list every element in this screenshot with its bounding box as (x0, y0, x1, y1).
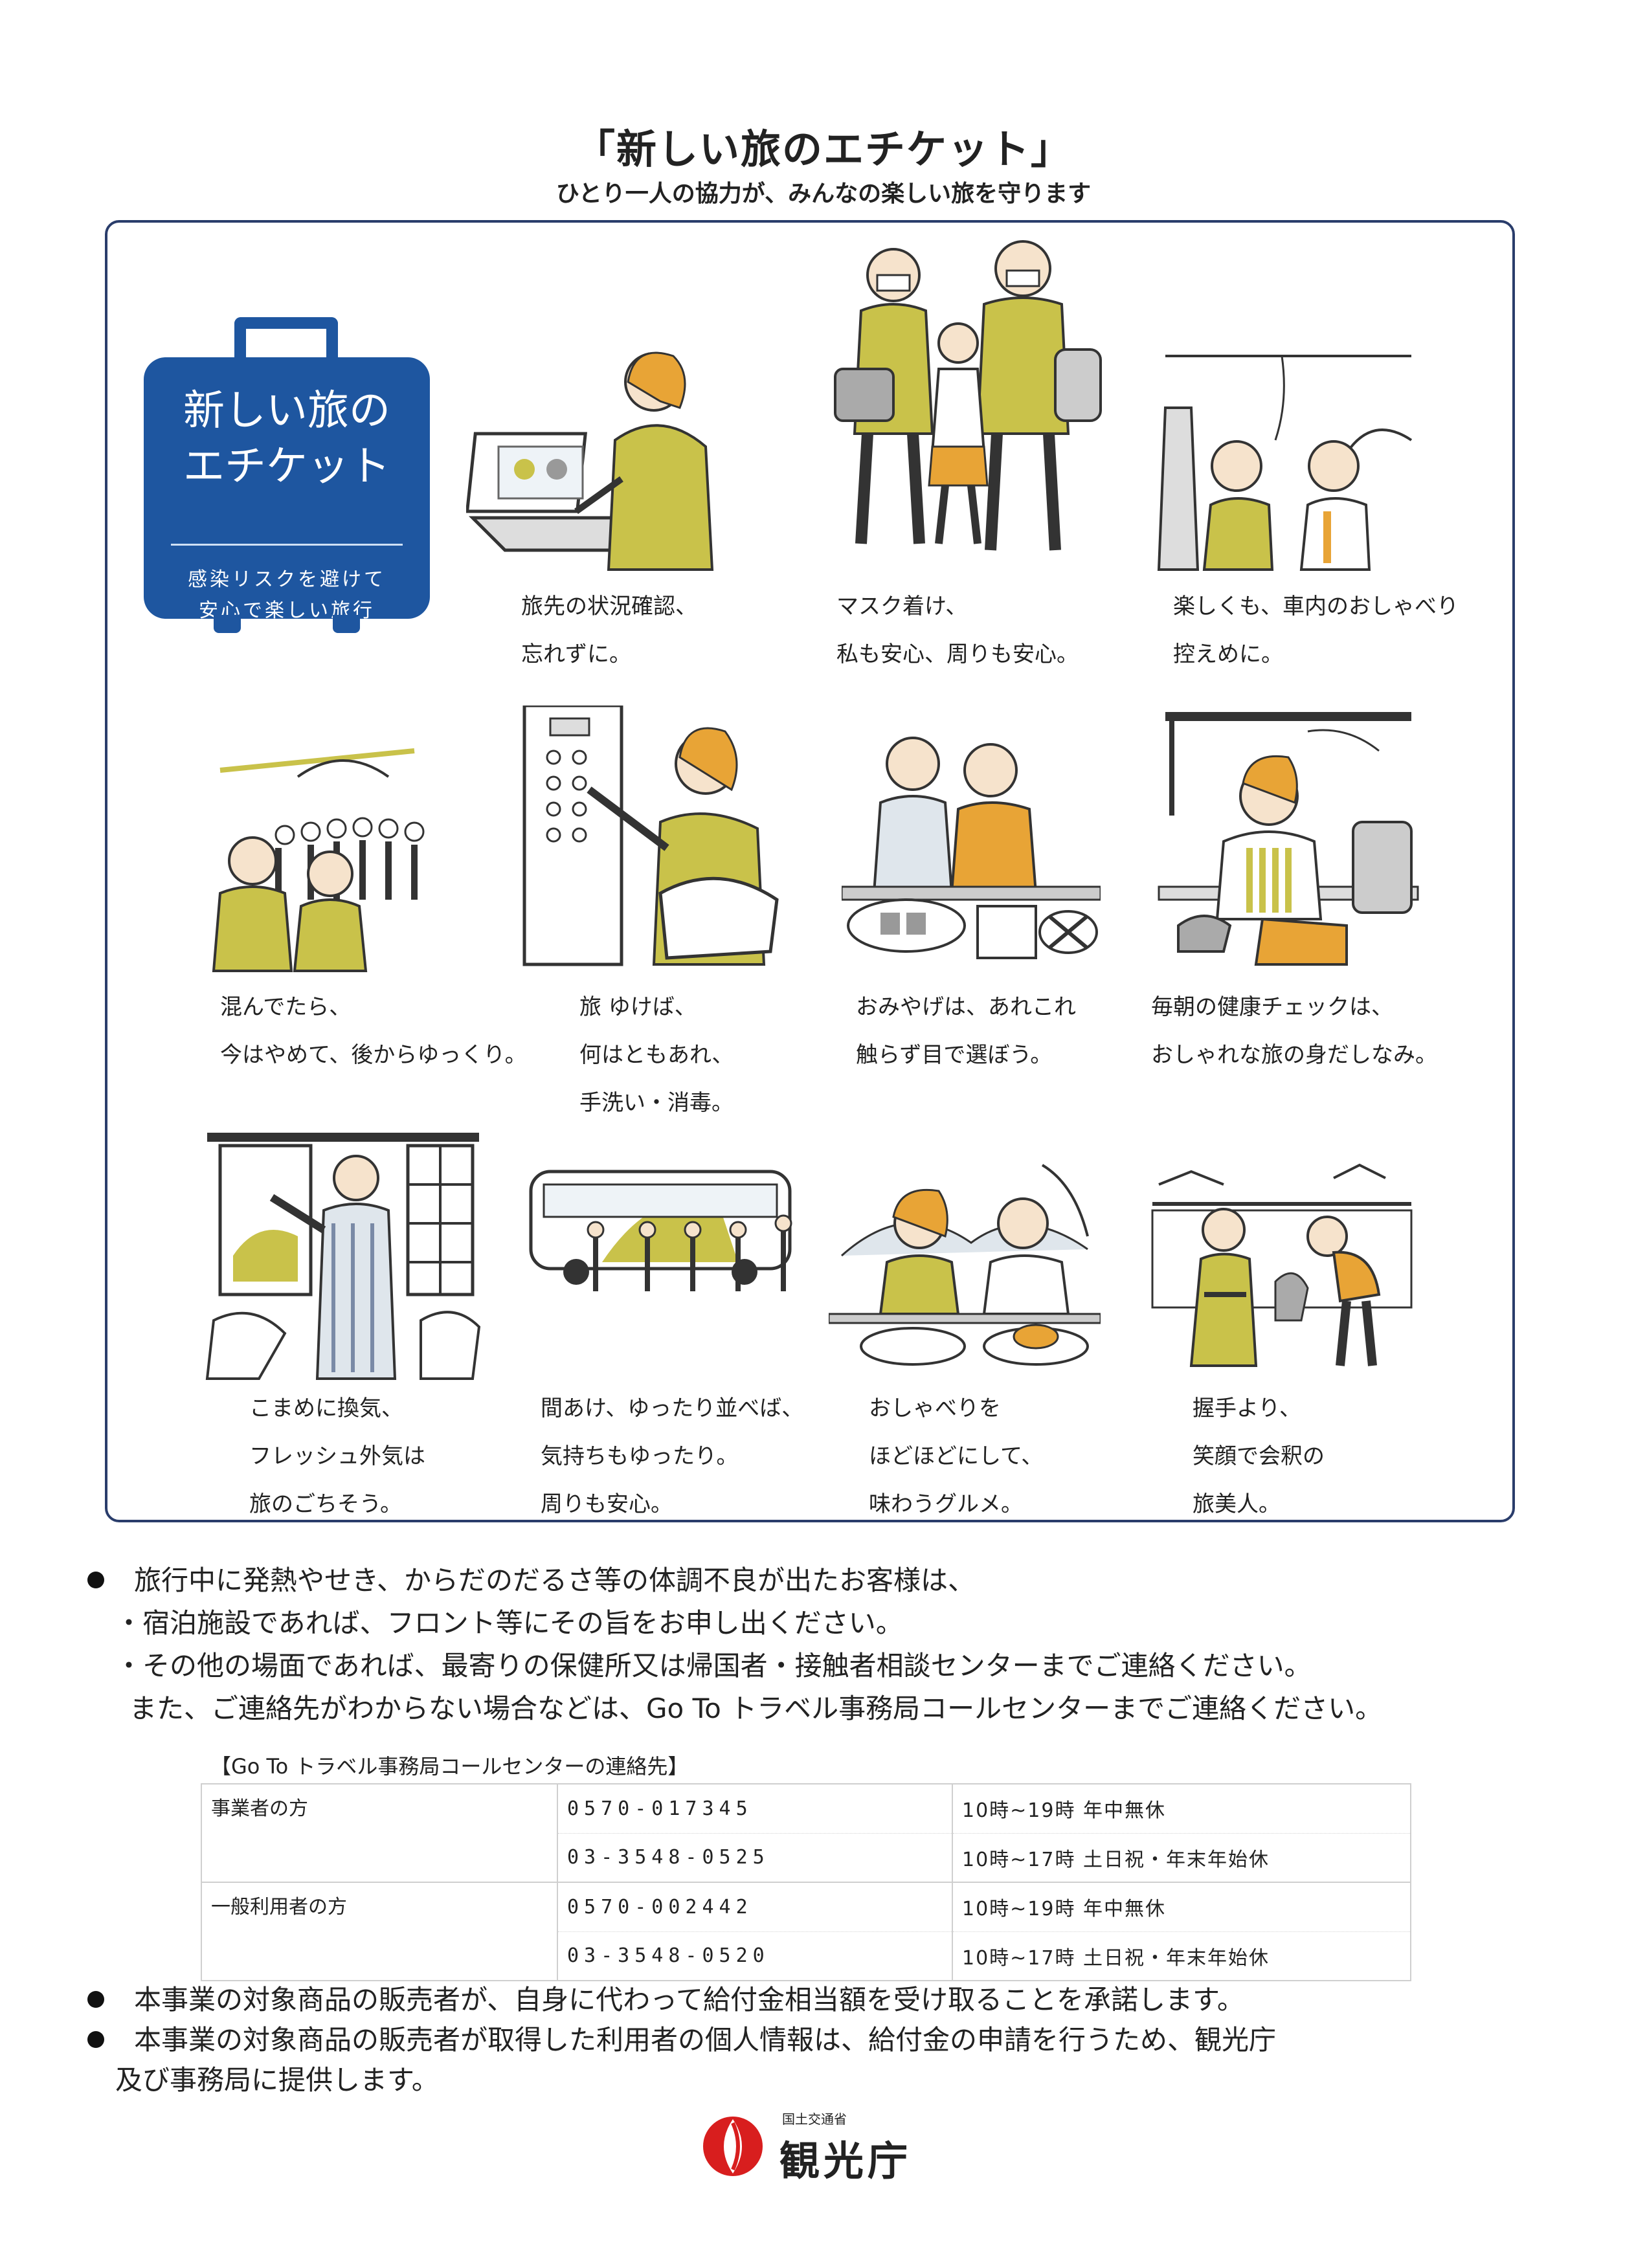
notice-sub: ・宿泊施設であれば、フロント等にその旨をお申し出ください。 (115, 1607, 903, 1639)
train-chat-illustration (1157, 355, 1413, 571)
table-row: 事業者の方 0570-017345 10時~19時 年中無休 (201, 1783, 1411, 1833)
contact-hours: 10時~17時 土日祝・年末年始休 (952, 1931, 1411, 1981)
elevator-sanitize-illustration (522, 706, 779, 966)
etiquette-caption: 旅先の状況確認、忘れずに。 (521, 594, 697, 667)
table-row: 03-3548-0525 10時~17時 土日祝・年末年始休 (201, 1832, 1411, 1882)
contact-who (201, 1931, 558, 1981)
footer-note-continued: 及び事務局に提供します。 (115, 2064, 439, 2096)
notice-sub: ・その他の場面であれば、最寄りの保健所又は帰国者・接触者相談センターまでご連絡く… (115, 1650, 1312, 1682)
contact-who (201, 1833, 558, 1882)
etiquette-caption: 混んでたら、今はやめて、後からゆっくり。 (220, 994, 527, 1068)
badge-sub-line2: 安心で楽しい旅行 (199, 599, 375, 622)
contact-who: 一般利用者の方 (201, 1882, 558, 1931)
suitcase-handle-icon (234, 317, 338, 369)
contact-phone: 0570-002442 (557, 1882, 953, 1931)
laptop-check-illustration (466, 351, 714, 571)
badge-title-line2: エチケット (183, 443, 390, 491)
logo-ministry: 国土交通省 (782, 2111, 847, 2127)
notice-sub: また、ご連絡先がわからない場合などは、Go To トラベル事務局コールセンターま… (129, 1693, 1383, 1724)
table-row: 一般利用者の方 0570-002442 10時~19時 年中無休 (201, 1882, 1411, 1931)
contact-table: 事業者の方 0570-017345 10時~19時 年中無休 03-3548-0… (201, 1783, 1411, 1981)
etiquette-caption: 旅 ゆけば、何はともあれ、手洗い・消毒。 (579, 994, 734, 1116)
bowing-greeting-illustration (1151, 1163, 1413, 1367)
bus-queue-illustration (529, 1170, 792, 1291)
etiquette-caption: 毎朝の健康チェックは、おしゃれな旅の身だしなみ。 (1151, 994, 1437, 1068)
footer-note: 本事業の対象商品の販売者が、自身に代わって給付金相当額を受け取ることを承諾します… (87, 1981, 1244, 2019)
etiquette-caption: おみやげは、あれこれ触らず目で選ぼう。 (856, 994, 1076, 1068)
etiquette-caption: 楽しくも、車内のおしゃべり控えめに。 (1173, 594, 1459, 667)
suitcase-leg (214, 615, 241, 633)
contact-hours: 10時~19時 年中無休 (952, 1783, 1411, 1833)
suitcase-body: 新しい旅の エチケット 感染リスクを避けて 安心で楽しい旅行 (144, 357, 430, 622)
gourmet-illustration (829, 1164, 1101, 1366)
notice-main: 旅行中に発熱やせき、からだのだるさ等の体調不良が出たお客様は、 (87, 1561, 975, 1600)
contact-hours: 10時~17時 土日祝・年末年始休 (952, 1832, 1411, 1882)
table-row: 03-3548-0520 10時~17時 土日祝・年末年始休 (201, 1931, 1411, 1981)
bullet-icon (87, 1990, 104, 2008)
contact-phone: 0570-017345 (557, 1783, 953, 1833)
etiquette-caption: 間あけ、ゆったり並べば、気持ちもゆったり。周りも安心。 (541, 1395, 804, 1517)
crowd-illustration (212, 748, 425, 972)
masked-family-illustration (834, 240, 1102, 551)
contact-hours: 10時~19時 年中無休 (952, 1882, 1411, 1931)
etiquette-panel (105, 220, 1515, 1522)
ventilation-illustration (205, 1133, 481, 1380)
etiquette-caption: マスク着け、私も安心、周りも安心。 (836, 594, 1079, 667)
contact-phone: 03-3548-0525 (557, 1832, 953, 1882)
etiquette-caption: 握手より、笑顔で会釈の旅美人。 (1193, 1395, 1325, 1517)
page-subtitle: ひとり一人の協力が、みんなの楽しい旅を守ります (555, 181, 1092, 207)
suitcase-badge: 新しい旅の エチケット 感染リスクを避けて 安心で楽しい旅行 (144, 317, 430, 641)
contact-who: 事業者の方 (201, 1783, 558, 1833)
logo-mark-icon (703, 2117, 763, 2176)
contact-table-title: 【Go To トラベル事務局コールセンターの連絡先】 (210, 1754, 689, 1779)
page-title: 「新しい旅のエチケット」 (574, 126, 1072, 173)
badge-divider (171, 544, 403, 546)
contact-phone: 03-3548-0520 (557, 1931, 953, 1981)
japan-tourism-agency-logo: 国土交通省 観光庁 (700, 2109, 972, 2193)
logo-agency: 観光庁 (779, 2137, 912, 2185)
suitcase-leg (333, 615, 360, 633)
badge-sub-line1: 感染リスクを避けて (188, 568, 386, 591)
etiquette-caption: こまめに換気、フレッシュ外気は旅のごちそう。 (249, 1395, 425, 1517)
footer-note: 本事業の対象商品の販売者が取得した利用者の個人情報は、給付金の申請を行うため、観… (87, 2021, 1276, 2060)
bullet-icon (87, 1571, 104, 1588)
etiquette-caption: おしゃべりをほどほどにして、味わうグルメ。 (869, 1395, 1044, 1517)
badge-title-line1: 新しい旅の (183, 387, 390, 435)
souvenir-shop-illustration (842, 737, 1101, 959)
bullet-icon (87, 2030, 104, 2048)
health-check-illustration (1158, 712, 1419, 966)
